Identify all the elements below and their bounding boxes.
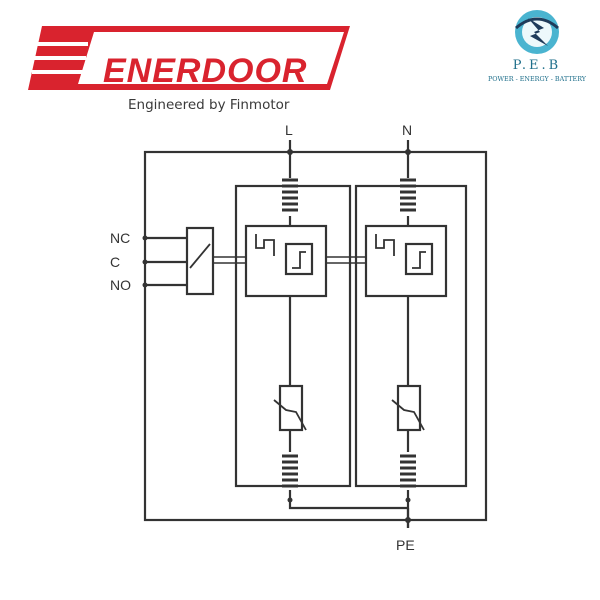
- terminal-no-label: NO: [110, 277, 131, 293]
- terminal-dots: [142, 149, 411, 523]
- peb-logo-icon: [515, 10, 559, 54]
- inductor-l-top: [282, 178, 298, 212]
- pe-bus: [288, 500, 408, 510]
- terminal-c-label: C: [110, 254, 121, 270]
- enerdoor-logo: [28, 26, 350, 90]
- terminal-pe-label: PE: [396, 537, 415, 553]
- mechanical-link: [213, 256, 366, 264]
- terminal-l-label: L: [285, 122, 293, 138]
- brand-name: ENERDOOR: [103, 52, 308, 90]
- remote-contact: [185, 226, 215, 296]
- contact-wiring: [146, 236, 187, 287]
- module-l-box: [234, 184, 352, 488]
- varistor-n: [391, 384, 425, 432]
- inductor-n-top: [400, 178, 416, 212]
- thermal-disconnector-l: [244, 224, 328, 298]
- terminal-n-label: N: [402, 122, 413, 138]
- inductor-l-bottom: [282, 454, 298, 488]
- module-n-box: [354, 184, 468, 488]
- outer-enclosure: [143, 150, 488, 522]
- varistor-l: [273, 384, 307, 432]
- thermal-disconnector-n: [364, 224, 448, 298]
- terminal-nc-label: NC: [110, 230, 131, 246]
- brand-tagline: Engineered by Finmotor: [128, 97, 290, 113]
- inductor-n-bottom: [400, 454, 416, 488]
- peb-subtitle: POWER - ENERGY - BATTERY: [487, 75, 587, 83]
- peb-title: P.E.B: [512, 58, 562, 73]
